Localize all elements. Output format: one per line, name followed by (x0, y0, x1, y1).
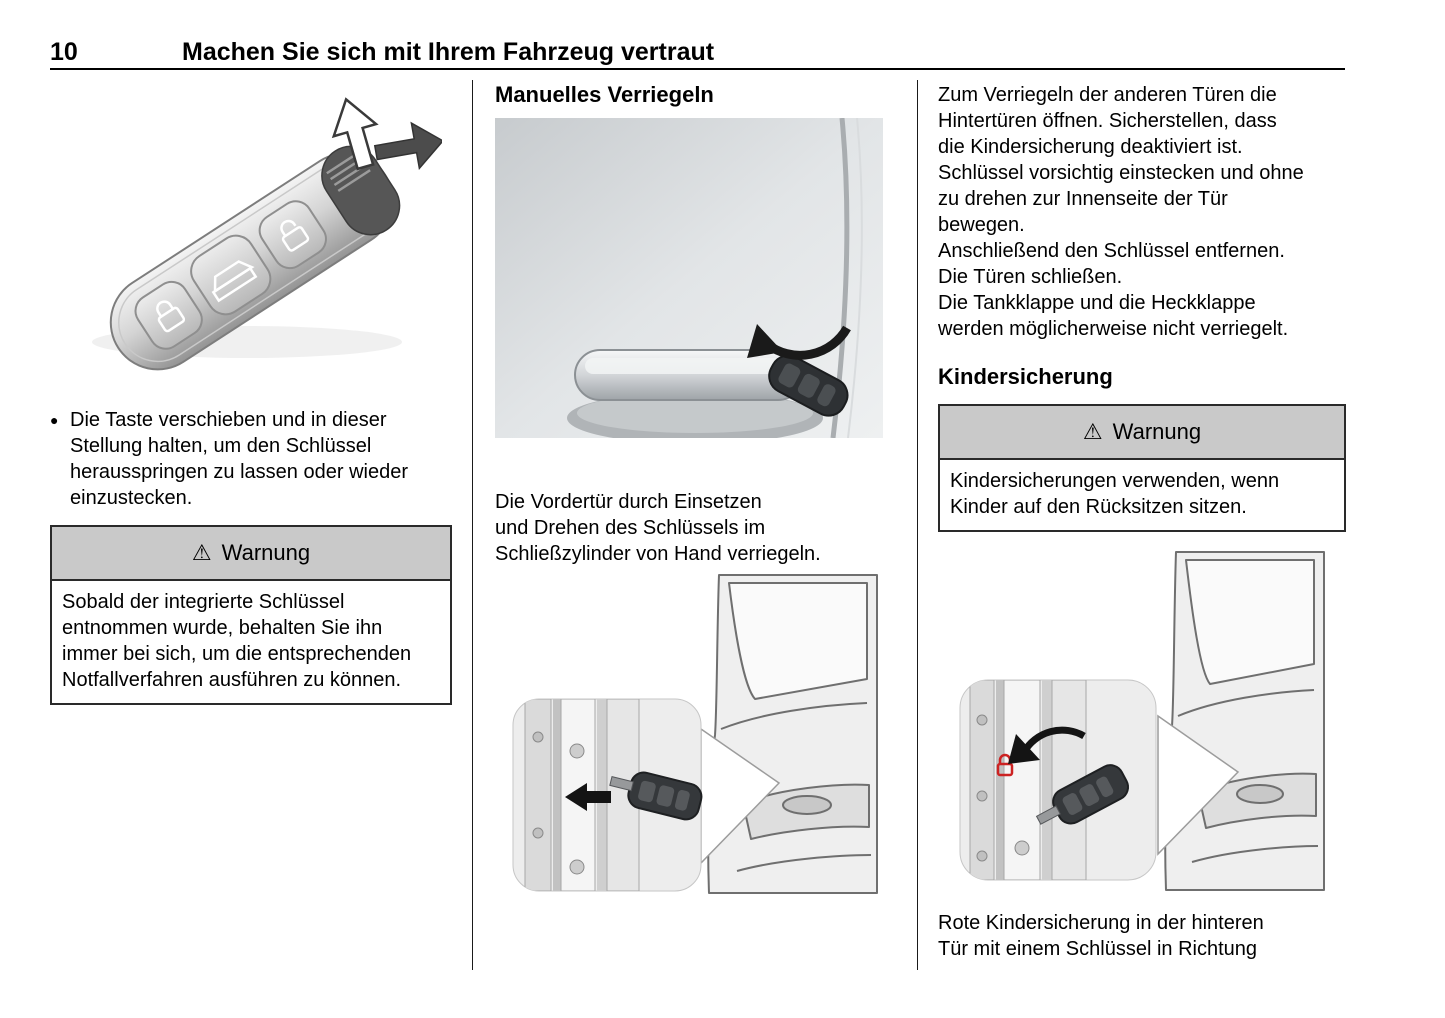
key-button-unlock (258, 200, 327, 270)
page-title: Machen Sie sich mit Ihrem Fahrzeug vertr… (182, 38, 715, 66)
manual-lock-text: Die Vordertür durch Einsetzen und Drehen… (495, 491, 821, 565)
warning-header: ⚠ Warnung (940, 406, 1344, 460)
warning-icon: ⚠ (191, 540, 212, 565)
warning-icon: ⚠ (1082, 419, 1103, 444)
warning-body: Kindersicherungen verwenden, wenn Kinder… (950, 470, 1280, 518)
key-button-lock (134, 280, 203, 350)
bullet-icon: ● (50, 412, 59, 428)
warning-title: Warnung (1112, 419, 1202, 444)
column-divider-right (917, 80, 918, 970)
key-in-lock (768, 354, 849, 417)
header-rule (50, 68, 1345, 70)
rear-door-drawing (707, 574, 878, 894)
pull-out-arrow (373, 121, 445, 171)
front-door-lock-illustration (511, 571, 883, 901)
warning-box-key: ⚠ Warnung Sobald der integrierte Schlüsse… (50, 525, 452, 705)
child-lock-illustration (958, 548, 1346, 898)
slide-up-arrow (331, 97, 379, 171)
car-icon (211, 260, 258, 303)
column-divider-left (472, 80, 473, 970)
warning-title: Warnung (221, 540, 311, 565)
insert-arrow (565, 783, 611, 811)
key-silhouette (1035, 764, 1130, 825)
column-1: ● Die Taste verschieben und in dieser St… (50, 82, 452, 705)
door-handle-photo (495, 117, 883, 444)
warning-body: Sobald der integrierte Schlüssel entnomm… (62, 591, 412, 691)
warning-header: ⚠ Warnung (52, 527, 450, 581)
key-fob-svg (92, 97, 445, 371)
rear-door-drawing (1164, 551, 1325, 891)
heading-kindersicherung: Kindersicherung (938, 364, 1113, 389)
key-fob-body (109, 145, 401, 371)
key-button-car (190, 234, 272, 316)
heading-manuelles-verriegeln: Manuelles Verriegeln (495, 82, 714, 107)
door-handle-svg (495, 117, 883, 444)
turn-arrow (1008, 726, 1086, 764)
bullet-text: Die Taste verschieben und in dieser Stel… (70, 409, 408, 509)
door-jamb-detail (969, 680, 1087, 880)
instruction-bullet: ● Die Taste verschieben und in dieser St… (50, 407, 452, 511)
callout-wedge (1157, 714, 1240, 856)
key-fob-illustration (62, 90, 452, 387)
column-2: Manuelles Verriegeln (495, 82, 883, 901)
warning-box-child-lock: ⚠ Warnung Kindersicherungen verwenden, we… (938, 404, 1346, 532)
locking-other-doors-text: Zum Verriegeln der anderen Türen die Hin… (938, 84, 1304, 340)
child-lock-caption: Rote Kindersicherung in der hinteren Tür… (938, 912, 1264, 960)
page-number: 10 (50, 38, 78, 66)
column-3: Zum Verriegeln der anderen Türen die Hin… (938, 82, 1346, 962)
key-silhouette (609, 771, 703, 821)
front-door-lock-svg (512, 574, 878, 894)
lock-icon (156, 300, 186, 333)
child-lock-svg (959, 551, 1325, 891)
turn-arrow (747, 324, 851, 360)
unlock-icon (280, 219, 310, 252)
